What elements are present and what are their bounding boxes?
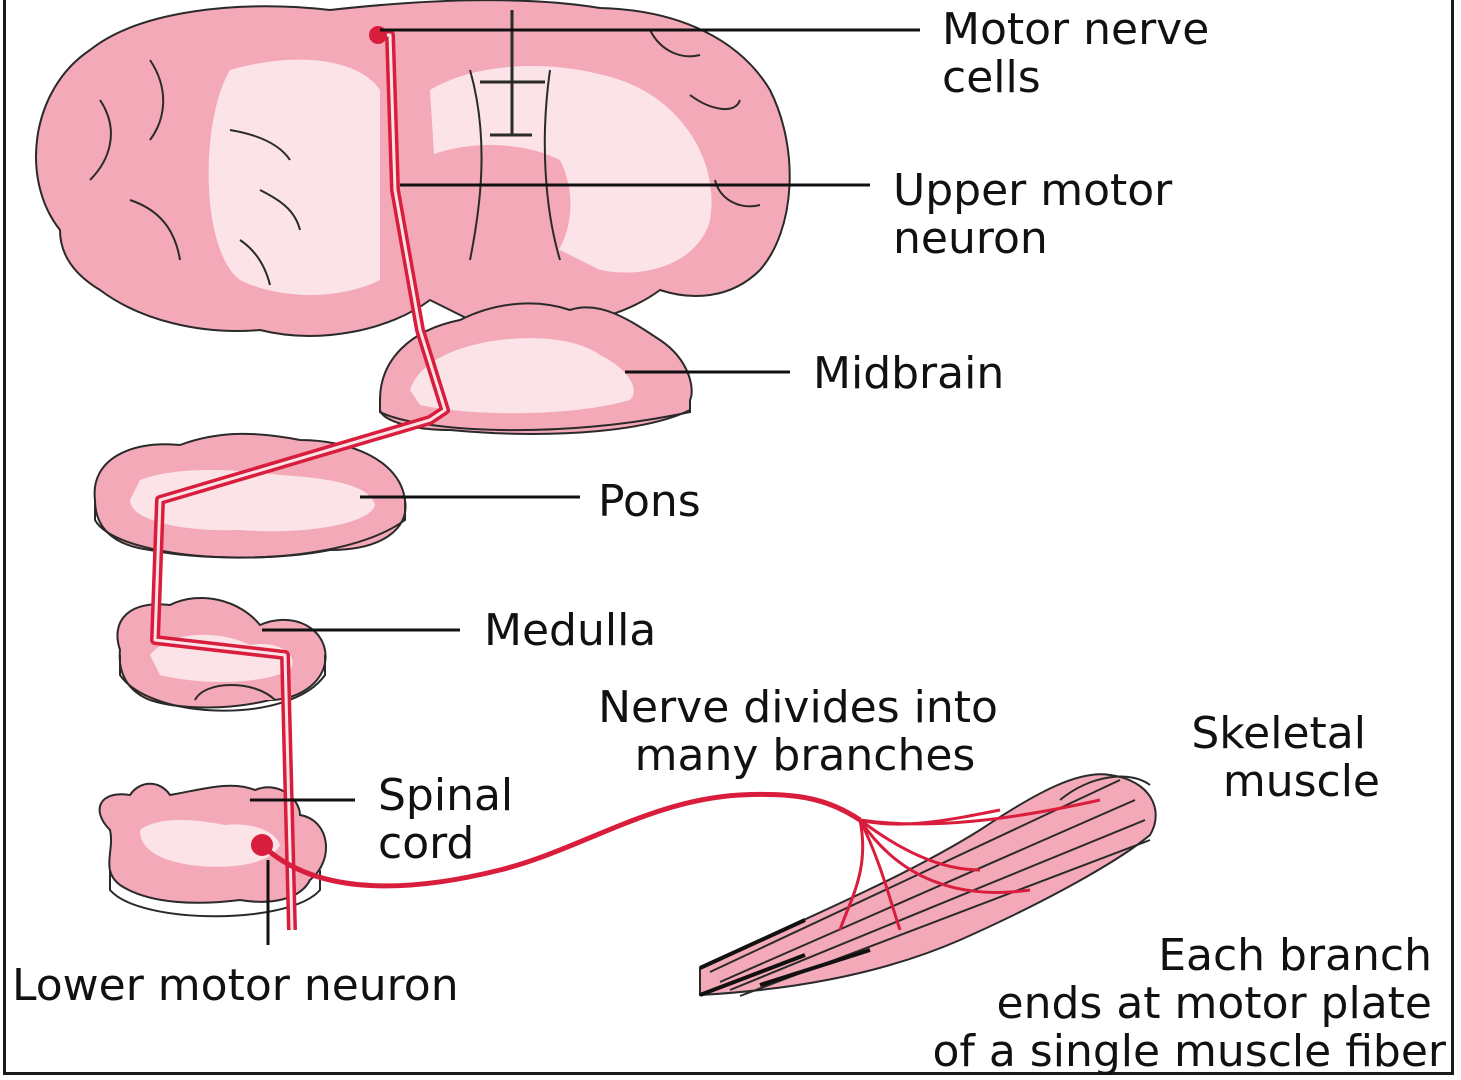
label-upper-motor-neuron: Upper motor neuron [893,165,1186,264]
medulla-section [117,598,325,711]
label-midbrain: Midbrain [813,348,1004,399]
label-nerve-divides: Nerve divides into many branches [598,682,1012,781]
label-motor-nerve-cells: Motor nerve cells [942,4,1223,103]
midbrain-section [380,303,692,433]
label-pons: Pons [598,476,701,527]
label-spinal-cord: Spinal cord [378,770,527,869]
label-lower-motor-neuron: Lower motor neuron [12,960,459,1011]
label-medulla: Medulla [484,605,656,656]
label-each-branch: Each branch ends at motor plate of a sin… [932,930,1446,1077]
pons-section [95,434,406,558]
label-skeletal-muscle: Skeletal muscle [1191,708,1380,807]
skeletal-muscle [700,774,1156,996]
